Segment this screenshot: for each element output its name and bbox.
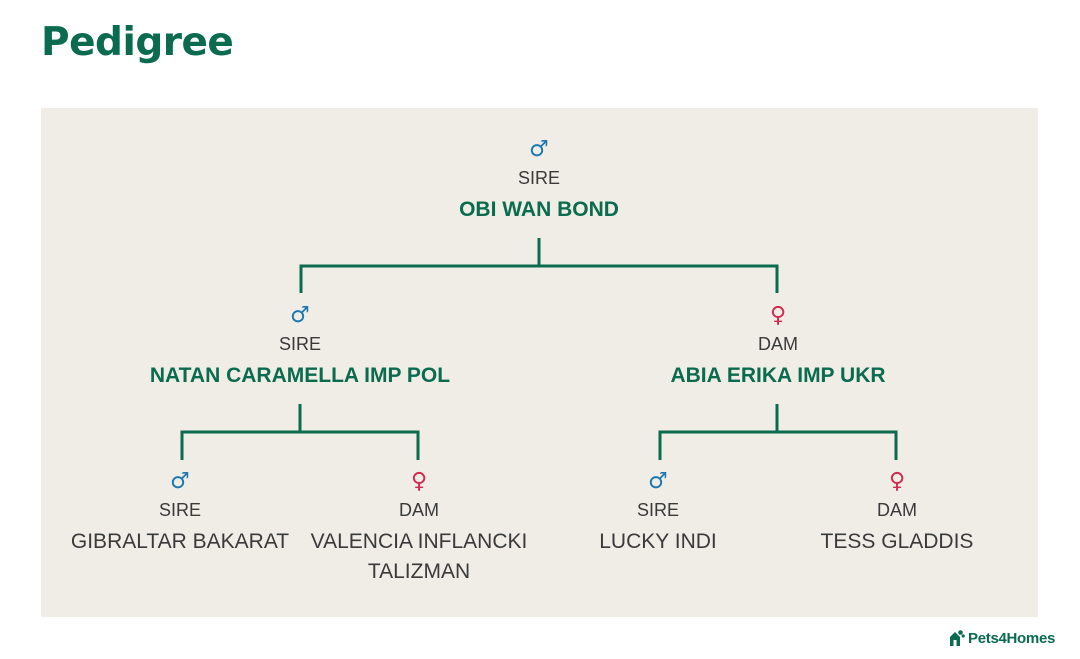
- node-role: DAM: [758, 334, 798, 354]
- node-name: NATAN CARAMELLA IMP POL: [149, 364, 451, 387]
- connector-dam-branch: [658, 404, 898, 460]
- node-sire-sire: ♂ SIRE GIBRALTAR BAKARAT: [60, 470, 300, 557]
- node-name: ABIA ERIKA IMP UKR: [670, 364, 886, 387]
- node-name: GIBRALTAR BAKARAT: [70, 530, 290, 553]
- node-name: TESS GLADDIS: [820, 530, 974, 553]
- node-role: DAM: [877, 500, 917, 520]
- male-symbol-icon: ♂: [529, 137, 549, 162]
- node-dam-sire: ♂ SIRE LUCKY INDI: [538, 470, 778, 557]
- connector-sire-branch: [180, 404, 420, 460]
- node-name: OBI WAN BOND: [459, 198, 619, 221]
- node-dam: ♀ DAM ABIA ERIKA IMP UKR: [618, 304, 938, 391]
- node-sire-dam: ♀ DAM VALENCIA INFLANCKI TALIZMAN: [299, 470, 539, 587]
- male-symbol-icon: ♂: [648, 469, 668, 494]
- male-symbol-icon: ♂: [170, 469, 190, 494]
- node-root: ♂ SIRE OBI WAN BOND: [379, 138, 699, 225]
- node-name: LUCKY INDI: [599, 530, 717, 553]
- node-role: DAM: [399, 500, 439, 520]
- female-symbol-icon: ♀: [888, 469, 906, 494]
- pets4homes-logo-icon: [950, 630, 965, 646]
- male-symbol-icon: ♂: [290, 303, 310, 328]
- node-role: SIRE: [636, 500, 679, 520]
- node-role: SIRE: [158, 500, 201, 520]
- brand-logo[interactable]: Pets4Homes: [949, 627, 1055, 649]
- node-name: VALENCIA INFLANCKI TALIZMAN: [310, 530, 528, 583]
- node-dam-dam: ♀ DAM TESS GLADDIS: [777, 470, 1017, 557]
- female-symbol-icon: ♀: [769, 303, 787, 328]
- pedigree-panel: ♂ SIRE OBI WAN BOND ♂ SIRE NATAN CARAMEL…: [41, 108, 1038, 617]
- node-role: SIRE: [278, 334, 321, 354]
- connector-root: [299, 238, 779, 293]
- pedigree-connectors: [180, 238, 898, 460]
- brand-name: Pets4Homes: [968, 629, 1056, 647]
- node-sire: ♂ SIRE NATAN CARAMELLA IMP POL: [140, 304, 460, 391]
- node-role: SIRE: [517, 168, 560, 188]
- female-symbol-icon: ♀: [410, 469, 428, 494]
- page-title: Pedigree: [41, 20, 234, 65]
